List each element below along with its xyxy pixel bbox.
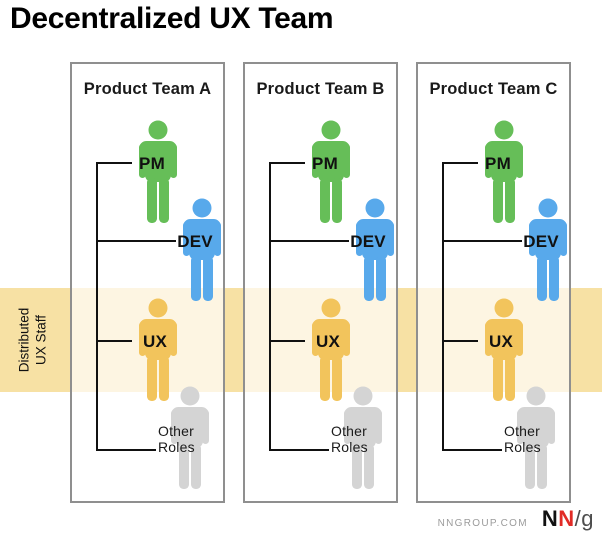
team-box-c: Product Team C PM DEV UX Other Roles (416, 62, 571, 503)
org-bracket-line (96, 163, 98, 451)
org-bracket-line (269, 163, 271, 451)
pm-figure: PM (132, 120, 184, 224)
ux-figure: UX (132, 298, 184, 402)
bracket-tick-pm (442, 162, 478, 164)
ux-figure: UX (478, 298, 530, 402)
dev-figure: DEV (522, 198, 574, 302)
pm-figure: PM (305, 120, 357, 224)
pm-figure: PM (478, 120, 530, 224)
band-label-text: Distributed UX Staff (15, 308, 49, 373)
dev-figure: DEV (176, 198, 228, 302)
bracket-tick-other (442, 449, 502, 451)
bracket-tick-ux (96, 340, 132, 342)
team-c-title: Product Team C (429, 80, 558, 98)
bracket-tick-other (269, 449, 329, 451)
role-label-dev: DEV (350, 232, 386, 251)
other-roles-figure: Other Roles (331, 386, 389, 490)
role-label-dev: DEV (523, 232, 559, 251)
bracket-tick-dev (96, 240, 176, 242)
site-url-text: NNGROUP.COM (437, 518, 528, 529)
nng-logo-slash-g: /g (574, 506, 594, 531)
team-box-a: Product Team A PM DEV UX Other Roles (70, 62, 225, 503)
dev-figure: DEV (349, 198, 401, 302)
diagram-title: Decentralized UX Team (10, 2, 334, 35)
bracket-tick-pm (269, 162, 305, 164)
band-label-line1: Distributed (16, 307, 31, 373)
team-box-b: Product Team B PM DEV UX Other Roles (243, 62, 398, 503)
role-label-ux: UX (488, 332, 514, 351)
role-label-ux: UX (142, 332, 168, 351)
role-label-ux: UX (315, 332, 341, 351)
footer: NNGROUP.COM NN/g (438, 506, 594, 532)
other-roles-figure: Other Roles (158, 386, 216, 490)
role-label-pm: PM (485, 154, 511, 173)
other-roles-figure: Other Roles (504, 386, 562, 490)
bracket-tick-dev (269, 240, 349, 242)
team-b-title: Product Team B (256, 80, 385, 98)
role-label-other: Other Roles (504, 423, 541, 455)
nng-logo-n2: N (558, 506, 575, 531)
band-label: Distributed UX Staff (0, 288, 64, 392)
bracket-tick-ux (442, 340, 478, 342)
bracket-tick-dev (442, 240, 522, 242)
band-label-line2: UX Staff (33, 314, 48, 366)
ux-figure: UX (305, 298, 357, 402)
bracket-tick-pm (96, 162, 132, 164)
nng-logo: NN/g (542, 506, 594, 532)
role-label-pm: PM (139, 154, 165, 173)
role-label-dev: DEV (177, 232, 213, 251)
org-bracket-line (442, 163, 444, 451)
role-label-other: Other Roles (158, 423, 195, 455)
role-label-other: Other Roles (331, 423, 368, 455)
nng-logo-n1: N (541, 506, 559, 531)
role-label-pm: PM (312, 154, 338, 173)
bracket-tick-ux (269, 340, 305, 342)
team-a-title: Product Team A (83, 80, 212, 98)
bracket-tick-other (96, 449, 156, 451)
